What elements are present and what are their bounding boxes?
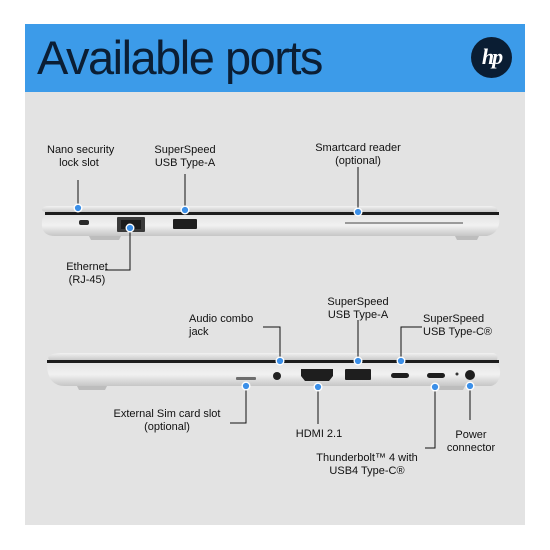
sim-slot [236,377,256,380]
label-usb-c-line1: SuperSpeed [423,313,485,325]
right-markers [241,356,475,392]
laptop-illustrations [41,167,501,449]
label-usb-a-right-line1: SuperSpeed [327,296,389,308]
label-ethernet-line1: Ethernet [66,261,108,273]
label-thunderbolt-line1: Thunderbolt™ 4 with [316,452,418,464]
left-foot [89,236,121,240]
label-hdmi-line1: HDMI 2.1 [295,428,343,440]
label-smartcard-line1: Smartcard reader [315,142,401,154]
label-ethernet-line2: (RJ-45) [68,274,106,286]
label-smartcard-line2: (optional) [335,155,381,167]
label-sim-slot: External Sim card slot (optional) [105,408,229,434]
label-nano-lock-line1: Nano security [47,144,115,156]
label-power-line1: Power [455,429,487,441]
power-led [455,372,459,376]
usb-a-port-left [173,219,197,229]
laptop-left-side [41,206,500,240]
label-nano-lock-line2: lock slot [59,157,99,169]
label-power-line2: connector [446,442,496,454]
label-audio-line1: Audio combo [189,313,254,325]
label-hdmi: HDMI 2.1 [289,428,349,441]
label-usb-a-right: SuperSpeed USB Type-A [322,296,394,322]
lock-slot [79,220,89,225]
usb-c-port [391,373,409,378]
label-usb-a-left: SuperSpeed USB Type-A [149,144,221,170]
label-sim-line1: External Sim card slot [113,408,221,420]
label-audio-jack: Audio combo jack [189,313,261,339]
left-foot-rear [455,236,479,240]
smartcard-slot [345,222,463,224]
page-title: Available ports [37,31,323,84]
hdmi-port [301,369,333,381]
label-nano-lock: Nano security lock slot [47,144,115,170]
label-usb-a-right-line2: USB Type-A [327,309,389,321]
right-foot-rear [437,386,465,390]
hp-logo: hp [471,37,512,78]
left-markers [73,203,363,233]
label-smartcard: Smartcard reader (optional) [308,142,408,168]
label-usb-a-left-line2: USB Type-A [154,157,216,169]
laptop-right-side [47,353,501,390]
power-port [465,370,475,380]
label-usb-c: SuperSpeed USB Type-C® [423,313,503,339]
left-leaders [77,167,359,271]
audio-jack [273,372,281,380]
label-thunderbolt-line2: USB4 Type-C® [329,465,405,477]
usb-a-port-right [345,369,371,380]
infographic-panel: Available ports hp [25,24,525,525]
left-base [41,215,500,236]
left-hinge-gap [45,212,499,215]
label-ethernet: Ethernet (RJ-45) [59,261,115,287]
thunderbolt-port [427,373,445,378]
right-leaders [230,320,471,449]
title-banner: Available ports hp [25,24,525,92]
label-audio-line2: jack [189,326,209,338]
label-thunderbolt: Thunderbolt™ 4 with USB4 Type-C® [309,452,425,478]
right-lid [48,353,498,360]
right-foot-front [77,386,107,390]
left-lid [41,206,498,212]
right-hinge-gap [47,360,499,363]
label-sim-line2: (optional) [144,421,190,433]
label-power: Power connector [439,429,503,455]
label-usb-c-line2: USB Type-C® [423,326,493,338]
label-usb-a-left-line1: SuperSpeed [154,144,216,156]
